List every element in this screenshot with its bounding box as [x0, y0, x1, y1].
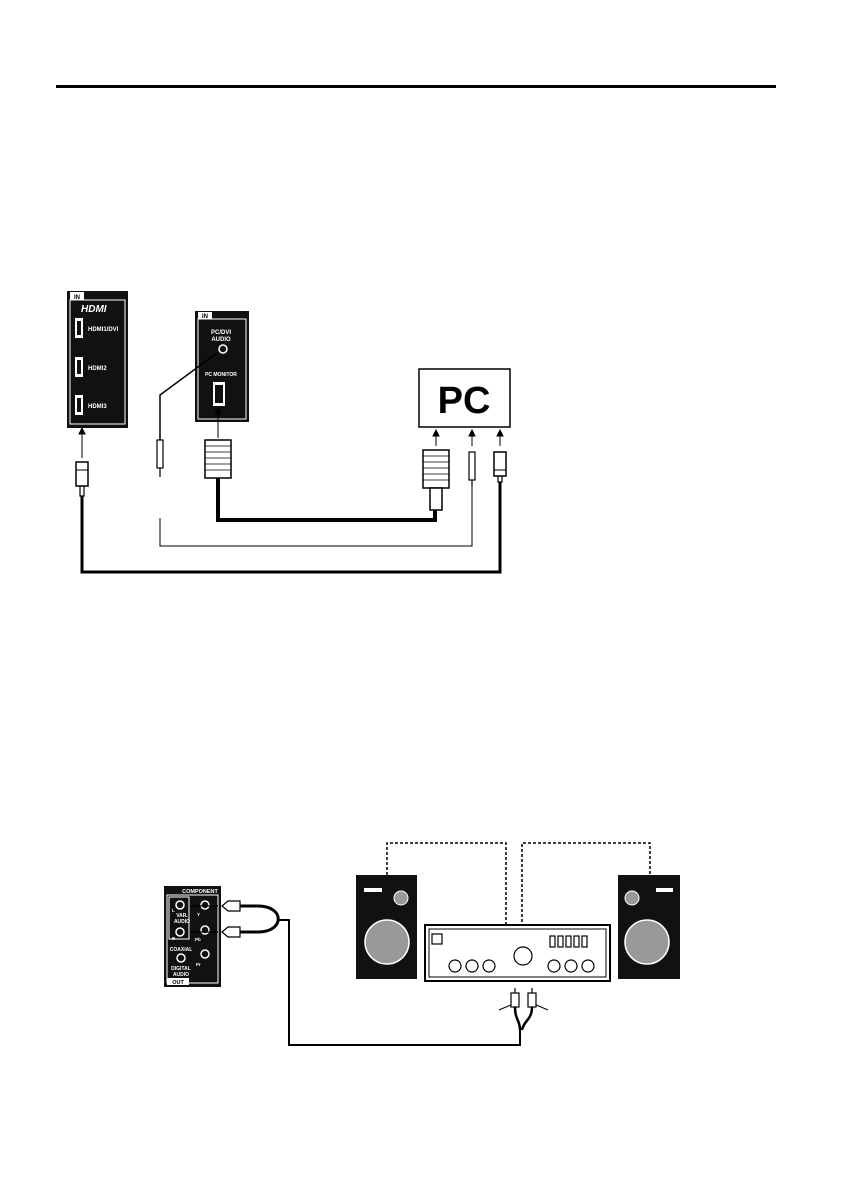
component-pr-jack-icon [201, 950, 209, 958]
audio-plug-left-icon [157, 440, 163, 468]
pc-input-panel: IN PC/DVI AUDIO PC MONITOR [195, 311, 249, 422]
component-pb-jack-icon [201, 926, 209, 934]
pc-in-label: IN [202, 314, 208, 320]
hdmi-plug-right-neck [498, 476, 502, 482]
amp-knob-5-icon [565, 960, 577, 972]
vga-cable [205, 440, 449, 520]
left-speaker-woofer-icon [365, 920, 409, 964]
hdmi3-port-slot [77, 398, 81, 412]
hdmi-panel: IN HDMI HDMI1/DVI HDMI2 HDMI3 [67, 291, 128, 428]
component-label: COMPONENT [182, 889, 218, 895]
hdmi2-port-label: HDMI2 [88, 366, 107, 372]
amp-knob-4-icon [548, 960, 560, 972]
right-speaker-label-bar [656, 888, 673, 892]
audio-r-jack-icon [176, 928, 184, 936]
rca-plug-l-icon [222, 901, 240, 911]
av-output-panel: COMPONENT L VAR. AUDIO R Y Pb Pr COAXIAL… [164, 886, 221, 987]
rca-amp-cable-join [515, 1007, 532, 1030]
coaxial-label: COAXIAL [170, 947, 193, 953]
amp-knob-1-icon [449, 960, 461, 972]
amp-knob-6-icon [582, 960, 594, 972]
pb-label: Pb [195, 937, 201, 942]
audio-plug-right-icon [469, 452, 475, 480]
amp-slider-1-icon [550, 936, 555, 947]
hdmi3-port-label: HDMI3 [88, 404, 107, 410]
amplifier [425, 925, 610, 981]
pc-audio-label: AUDIO [211, 337, 231, 343]
vga-cable-line [218, 478, 435, 520]
hdmi-plug-left-neck [80, 486, 84, 496]
y-label: Y [197, 912, 200, 917]
rca-plugs-amp-side [499, 988, 548, 1030]
amp-slider-3-icon [566, 936, 571, 947]
amp-knob-3-icon [483, 960, 495, 972]
power-button-icon [432, 934, 442, 944]
pc-connection-diagram: IN HDMI HDMI1/DVI HDMI2 HDMI3 IN PC/DVI … [67, 291, 510, 572]
coaxial-jack-icon [177, 954, 185, 962]
right-speaker-tweeter-icon [625, 891, 639, 905]
rca-plug-r-icon [222, 927, 240, 937]
pc-monitor-label: PC MONITOR [205, 372, 237, 378]
hdmi-plug-left-icon [76, 462, 88, 486]
amp-slider-5-icon [582, 936, 587, 947]
rca-cable-join [258, 906, 278, 932]
pc-audio-jack-icon [219, 345, 227, 353]
volume-knob-icon [514, 947, 532, 965]
pc-dvi-label: PC/DVI [211, 330, 231, 336]
pr-label: Pr [196, 962, 201, 967]
out-label: OUT [172, 980, 184, 986]
pc-box: PC [419, 369, 510, 427]
vga-port-inner [215, 385, 223, 403]
audio-cable-line [160, 486, 472, 546]
left-speaker-label-bar [364, 888, 382, 892]
pc-hdmi-arrow-head [497, 430, 503, 436]
right-speaker [618, 875, 680, 979]
pc-vga-arrow-head [433, 430, 439, 436]
hdmi1-port-slot [77, 321, 81, 335]
pc-label: PC [438, 380, 491, 422]
hdmi-in-label: IN [74, 295, 80, 301]
digital-audio-label: AUDIO [173, 972, 189, 978]
left-speaker-tweeter-icon [394, 891, 408, 905]
audio-l-jack-icon [176, 901, 184, 909]
top-rule [56, 85, 776, 88]
left-speaker [356, 875, 417, 979]
rca-amp-plug-l-icon [511, 993, 519, 1007]
audio-amplifier-diagram: COMPONENT L VAR. AUDIO R Y Pb Pr COAXIAL… [164, 843, 680, 1045]
amp-knob-2-icon [466, 960, 478, 972]
vga-ferrite-icon [430, 488, 442, 510]
hdmi1-port-label: HDMI1/DVI [88, 327, 119, 333]
hdmi-logo: HDMI [81, 304, 107, 315]
amp-slider-buttons [550, 936, 587, 947]
pc-audio-arrow-head [469, 430, 475, 436]
var-audio-label: AUDIO [174, 919, 190, 925]
amp-slider-2-icon [558, 936, 563, 947]
rca-amp-plug-r-icon [528, 993, 536, 1007]
l-label: L [172, 908, 175, 913]
right-speaker-woofer-icon [625, 920, 669, 964]
hdmi-arrow-head [79, 428, 85, 434]
component-y-jack-icon [201, 901, 209, 909]
hdmi-plug-right-icon [494, 452, 506, 476]
hdmi2-port-slot [77, 360, 81, 374]
amp-slider-4-icon [574, 936, 579, 947]
